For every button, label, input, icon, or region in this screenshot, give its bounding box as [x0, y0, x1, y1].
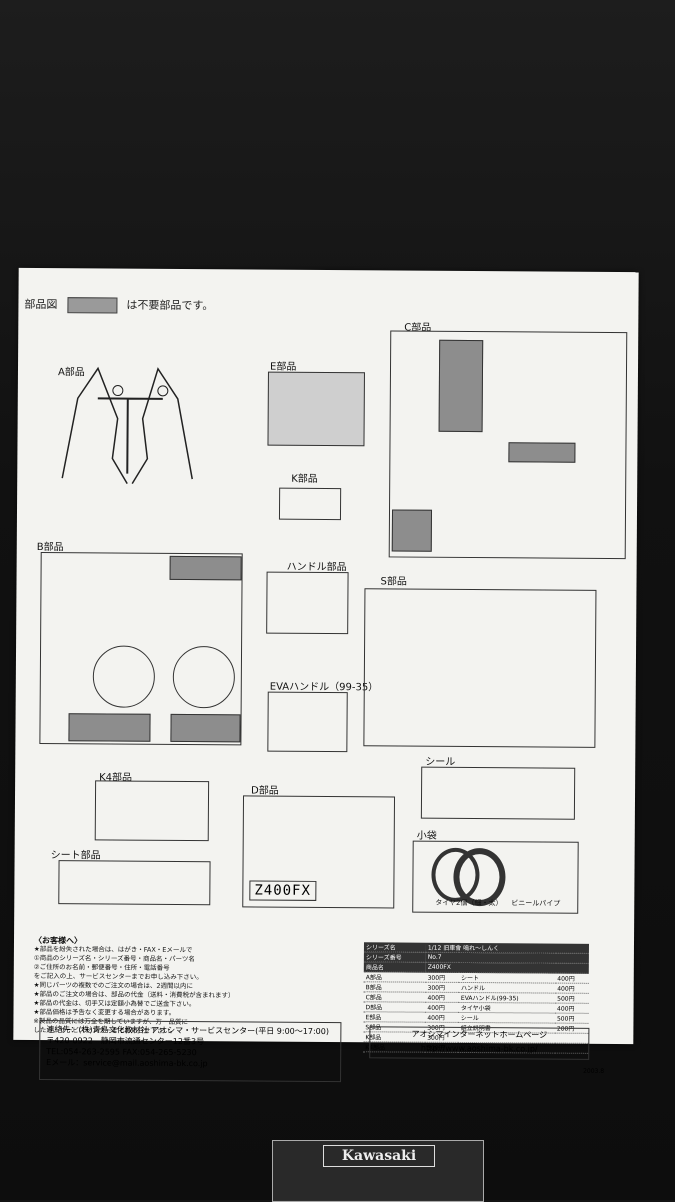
part-name: シール — [458, 1012, 556, 1024]
c-shaded-part — [438, 339, 484, 433]
s-parts-frame — [363, 588, 597, 748]
part-price: 300円 — [425, 972, 460, 983]
section-b-label: B部品 — [36, 541, 64, 554]
homepage-box[interactable]: アオシマインターネットホームページ http://www.aoshima-bk.… — [369, 1026, 590, 1060]
vinyl-pipe-label: ビニールパイプ — [511, 899, 561, 908]
tire-label: タイヤ2個（細・太） — [435, 898, 503, 908]
number-label: シリーズ番号 — [363, 951, 426, 963]
e-parts-frame — [267, 371, 365, 447]
parts-sheet: 部品図 は不要部品です。 A部品 E部品 K部品 C部品 B部品 ハンドル部品 … — [13, 267, 639, 1083]
part-name: E部品 — [363, 1011, 426, 1023]
part-name: C部品 — [363, 991, 426, 1003]
section-seat-label: シート部品 — [50, 850, 101, 862]
header-title: 部品図 — [24, 297, 58, 312]
kawasaki-logo: Kawasaki — [323, 1145, 435, 1167]
homepage-title: アオシマインターネットホームページ — [411, 1029, 548, 1040]
contact-email[interactable]: Eメール：service@mail.aoshima-bk.co.jp — [46, 1058, 208, 1069]
seal-frame — [420, 766, 576, 820]
b-parts-frame — [39, 552, 243, 746]
part-price: 400円 — [425, 1012, 459, 1023]
section-k-label: K部品 — [291, 473, 318, 485]
part-price: 400円 — [555, 973, 589, 984]
section-bag-label: 小袋 — [416, 830, 437, 842]
section-s-label: S部品 — [380, 576, 407, 588]
bag-frame: タイヤ2個（細・太） ビニールパイプ — [412, 840, 579, 914]
part-name: D部品 — [363, 1001, 426, 1013]
c-parts-frame — [388, 330, 628, 560]
eva-parts-frame — [267, 691, 348, 753]
a-parts-drawing — [61, 366, 193, 485]
unneeded-swatch — [66, 297, 117, 314]
homepage-url[interactable]: http://www.aoshima-bk.co.jp/ — [420, 1043, 538, 1054]
c-shaded-part-2 — [508, 442, 576, 463]
b-shaded-part — [169, 555, 242, 581]
section-d-label: D部品 — [251, 785, 279, 797]
d-parts-frame: Z400FX — [242, 795, 396, 909]
part-name: B部品 — [363, 981, 426, 993]
z400fx-decal: Z400FX — [249, 880, 317, 901]
part-price: 400円 — [555, 983, 589, 994]
part-price: 400円 — [555, 1003, 589, 1014]
part-price: 400円 — [425, 1002, 459, 1013]
part-price: 500円 — [555, 993, 589, 1004]
print-date: 2003.8 — [583, 1067, 605, 1075]
part-name: シート — [459, 972, 556, 984]
series-value: 1/12 旧車會 嗚れ〜しんく — [425, 942, 589, 954]
section-e-label: E部品 — [269, 361, 297, 373]
handle-parts-frame — [266, 571, 349, 635]
seat-parts-frame — [58, 860, 211, 906]
c-shaded-part-3 — [391, 509, 433, 552]
b-wheel-2 — [172, 645, 236, 709]
series-label: シリーズ名 — [363, 942, 426, 953]
b-shaded-part-3 — [170, 713, 241, 743]
k4-parts-frame — [94, 780, 210, 842]
sheet-header: 部品図 は不要部品です。 — [24, 296, 213, 314]
b-shaded-part-2 — [68, 713, 151, 742]
name-label: 商品名 — [363, 961, 426, 973]
part-price: 300円 — [425, 982, 460, 993]
part-name: A部品 — [363, 971, 426, 983]
header-unneeded: は不要部品です。 — [126, 298, 214, 313]
part-price: 500円 — [554, 1013, 589, 1024]
k-parts-frame — [278, 487, 342, 521]
b-wheel-1 — [92, 645, 156, 708]
part-name: タイヤ小袋 — [458, 1002, 556, 1014]
part-name: EVAハンドル(99-35) — [458, 992, 556, 1004]
parts-tray: Kawasaki — [272, 1140, 484, 1202]
part-name: ハンドル — [458, 982, 556, 994]
section-seal-label: シール — [425, 756, 456, 768]
contact-box: 連絡先：(株)青島文化教材社 アオシマ・サービスセンター(平日 9:00〜17:… — [39, 1020, 342, 1083]
part-price: 400円 — [425, 992, 459, 1003]
